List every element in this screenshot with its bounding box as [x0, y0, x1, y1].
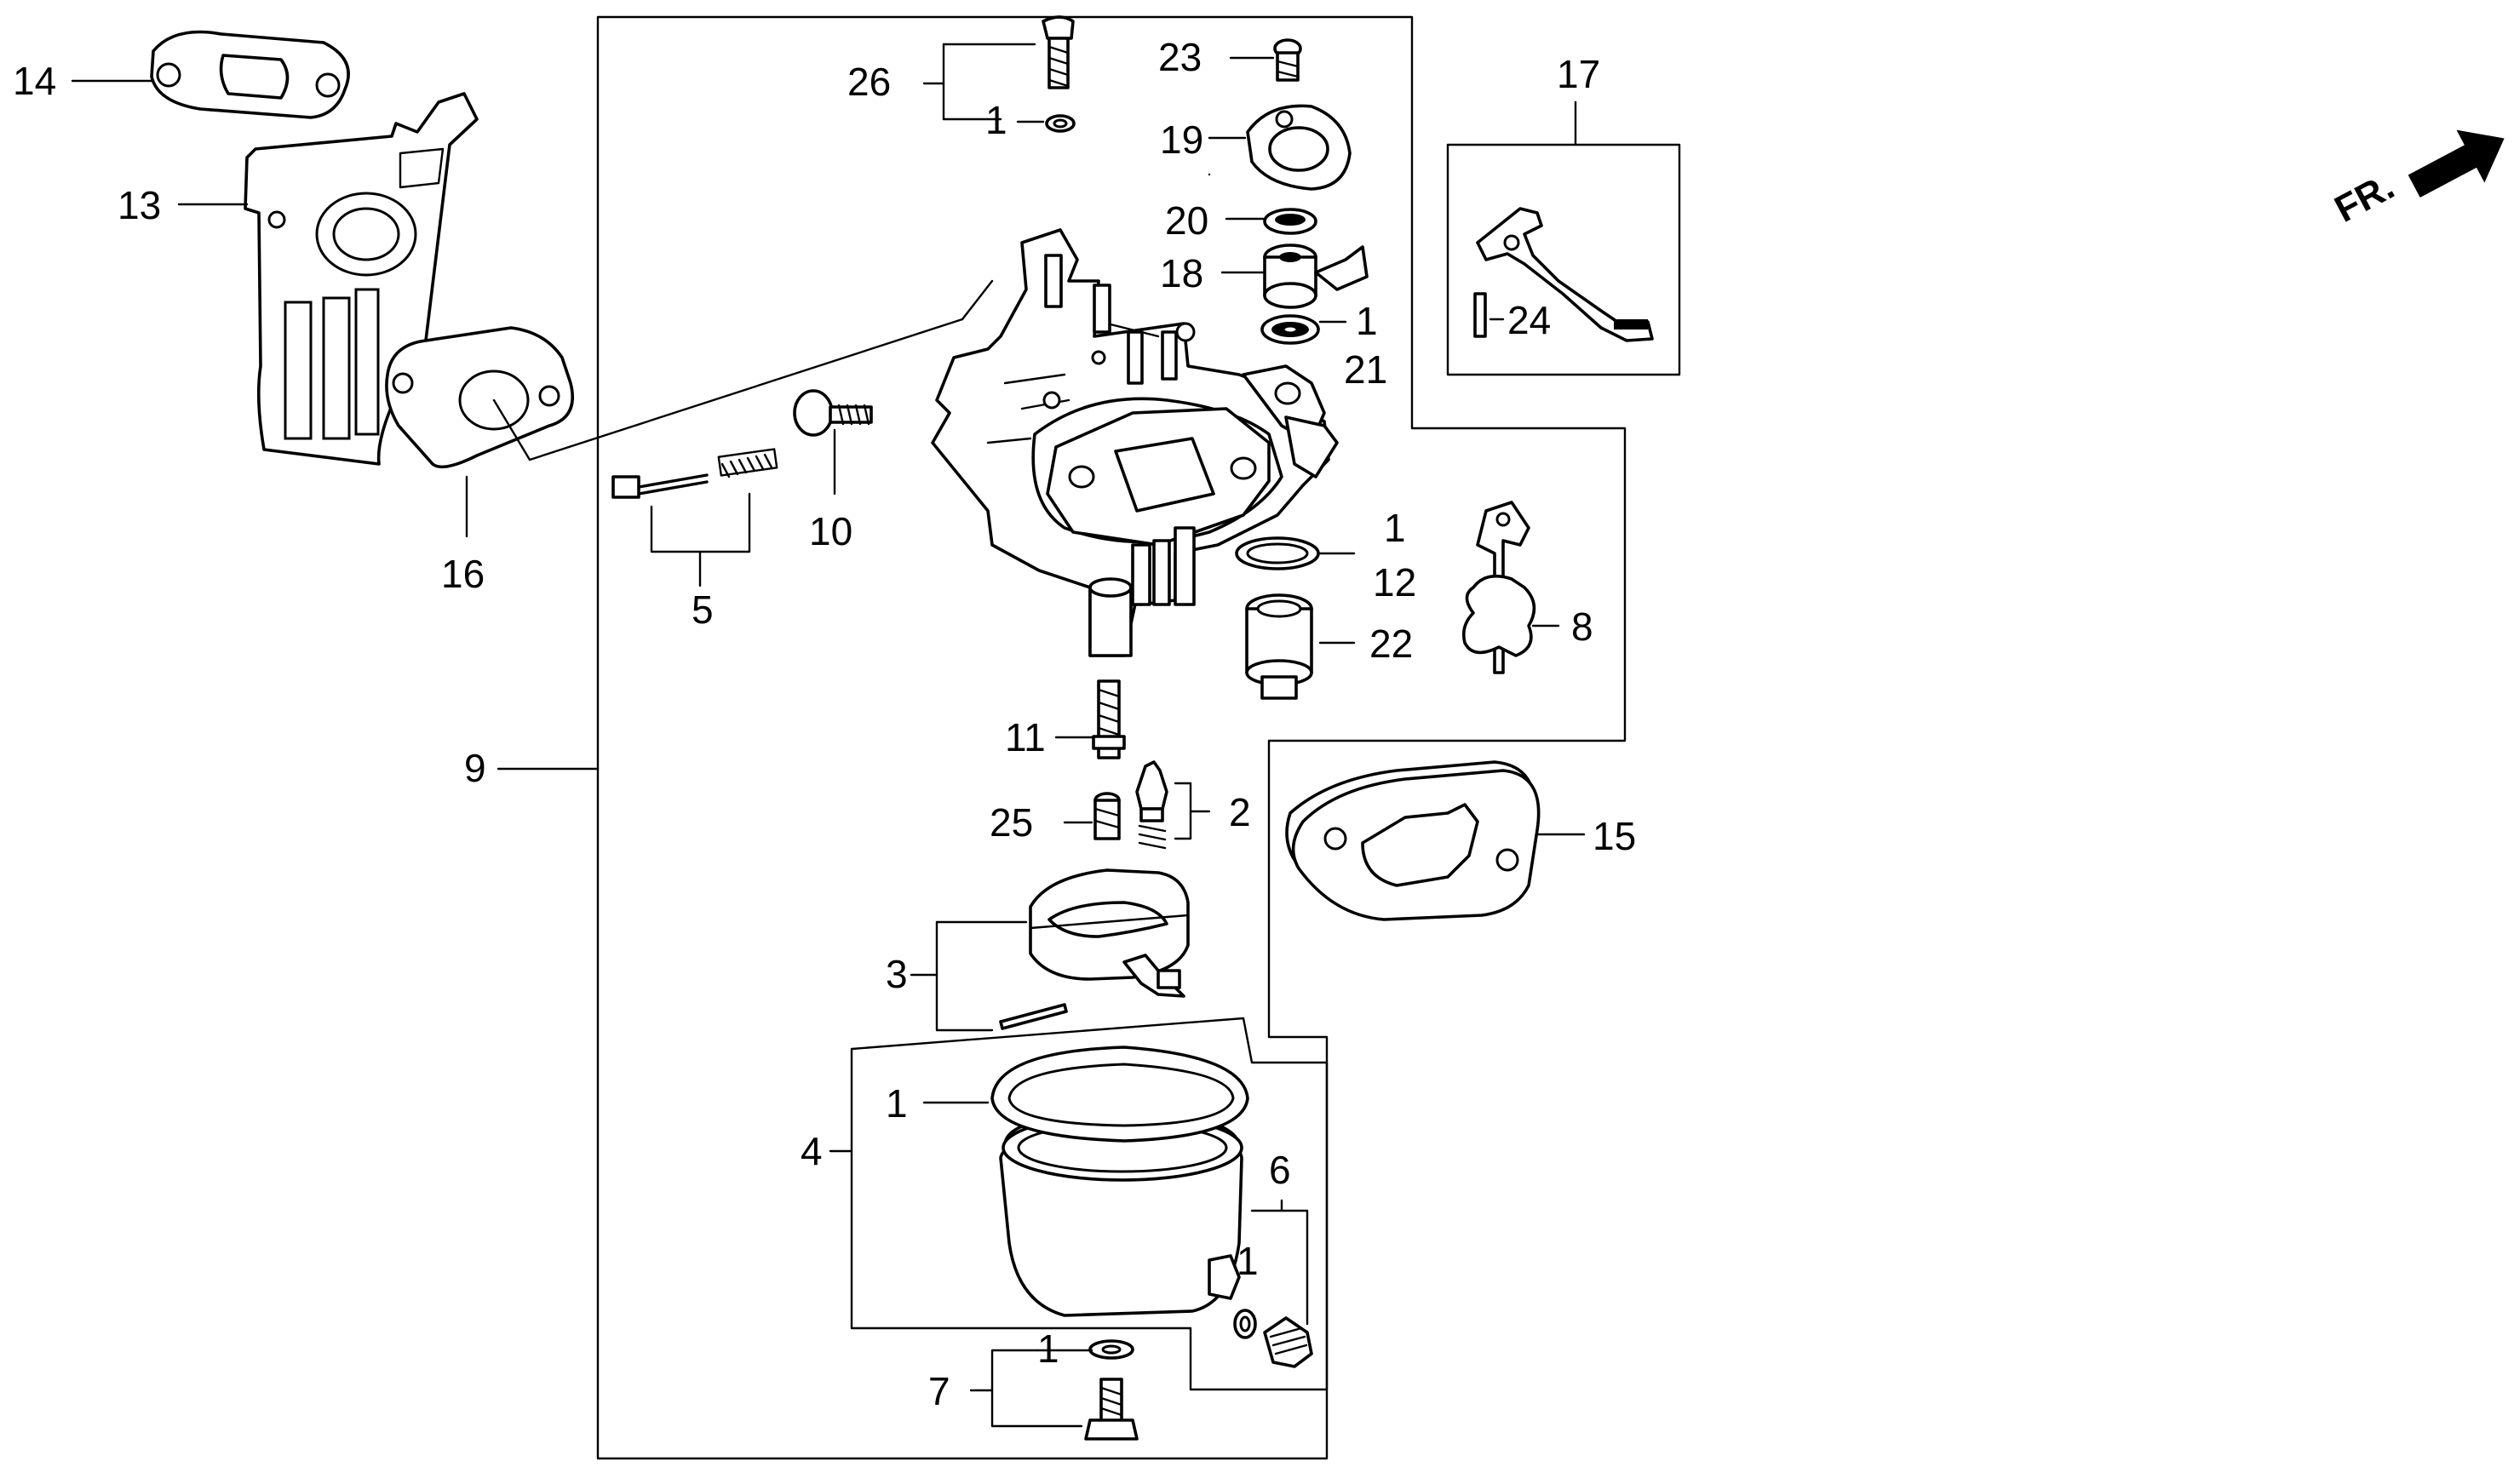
- callout-7: 7: [928, 1369, 950, 1413]
- callout-6: 6: [1269, 1148, 1291, 1192]
- part-6-drain-screw: [1233, 1199, 1313, 1368]
- direction-marker-label: FR.: [2328, 165, 2402, 231]
- callout-9: 9: [464, 746, 486, 790]
- part-25-main-jet: [1063, 792, 1121, 840]
- part-23-screw: [1229, 38, 1302, 82]
- callout-1-o-ring: 1: [1384, 506, 1406, 550]
- callout-1-seat: 1: [1356, 299, 1378, 343]
- callout-17: 17: [1557, 52, 1600, 96]
- callout-16: 16: [441, 552, 485, 596]
- part-18-holder: [1220, 244, 1369, 309]
- front-direction-arrow-icon: [2408, 129, 2505, 198]
- part-24-pin: [1473, 292, 1505, 338]
- callout-24: 24: [1507, 298, 1551, 342]
- callout-23: 23: [1158, 35, 1202, 79]
- callout-25: 25: [990, 800, 1033, 845]
- callout-labels: 14 13 16 5 10 9 26 1 23 19 20 18 1 21 17…: [13, 35, 1636, 1413]
- part-5-pilot-screw: [611, 448, 778, 587]
- part-1-washer-top: [1016, 114, 1076, 133]
- part-16-gasket: [385, 279, 994, 538]
- part-26-screw: [922, 15, 1075, 121]
- callout-1-bolt: 1: [1037, 1326, 1059, 1371]
- part-4-float-bowl: [829, 1046, 1249, 1317]
- callout-15: 15: [1593, 814, 1636, 858]
- part-3-float: [910, 868, 1190, 1032]
- callout-12: 12: [1373, 560, 1416, 604]
- part-11-nozzle: [1054, 679, 1126, 759]
- callout-1-top: 1: [985, 98, 1007, 142]
- callout-14: 14: [13, 59, 56, 103]
- part-19-cover: [1208, 104, 1352, 191]
- bowl-kit-frame-4: [850, 1017, 1329, 1391]
- leader-lines: [71, 79, 1577, 771]
- callout-4: 4: [801, 1129, 823, 1173]
- part-10-screw: [793, 389, 873, 496]
- callout-22: 22: [1369, 622, 1413, 666]
- part-17-lever: [1476, 207, 1654, 342]
- callout-8: 8: [1571, 604, 1593, 649]
- callout-2: 2: [1229, 790, 1251, 834]
- callout-18: 18: [1160, 251, 1203, 295]
- part-2-float-valve: [1135, 760, 1211, 850]
- part-13-bracket: [244, 92, 479, 466]
- callout-21: 21: [1344, 347, 1387, 392]
- callout-1-drain: 1: [1237, 1239, 1259, 1283]
- part-22-cap: [1245, 593, 1356, 700]
- callout-13: 13: [118, 183, 161, 227]
- part-14-gasket: [150, 30, 350, 119]
- kit-frame-17: [1446, 143, 1681, 376]
- callout-11: 11: [1005, 715, 1046, 759]
- callout-5: 5: [692, 587, 714, 632]
- part-15-gasket: [1285, 760, 1586, 921]
- callout-1-bowl: 1: [886, 1081, 908, 1126]
- callout-10: 10: [809, 509, 852, 553]
- part-12-o-ring: [1235, 536, 1356, 570]
- callout-3: 3: [886, 952, 908, 996]
- part-8-choke-plate: [1461, 501, 1560, 674]
- assembly-frame-9: [596, 15, 1627, 1460]
- part-7-bolt: [969, 1339, 1139, 1441]
- carburetor-body: [931, 228, 1339, 657]
- callout-26: 26: [847, 60, 891, 104]
- callout-20: 20: [1165, 198, 1208, 243]
- callout-19: 19: [1160, 117, 1203, 162]
- part-20-washer: [1225, 208, 1317, 235]
- part-21-seat: [1260, 314, 1347, 345]
